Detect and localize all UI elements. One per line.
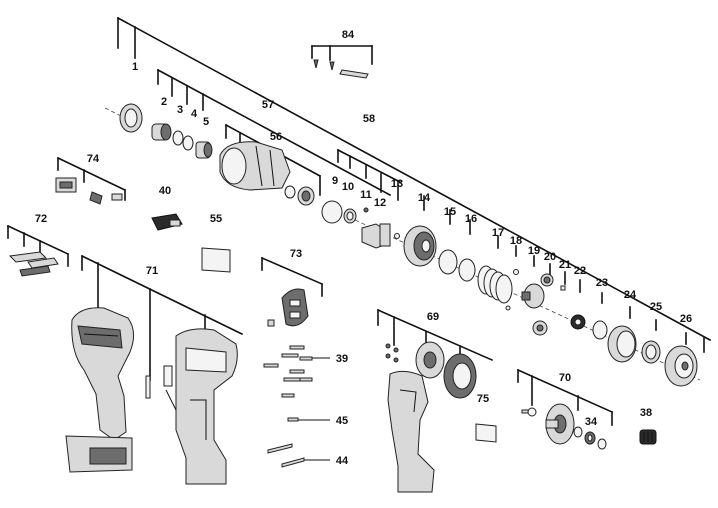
part-10-washer: [343, 208, 357, 224]
part-70-assembly: [521, 403, 607, 450]
part-22-bearing: [570, 314, 586, 330]
callout-9: 9: [332, 175, 338, 187]
bracket-lines: [6, 16, 712, 461]
callout-57: 57: [262, 99, 274, 111]
callout-17: 17: [492, 227, 504, 239]
callout-69: 69: [427, 311, 439, 323]
callout-74: 74: [87, 153, 100, 165]
part-20-gear: [540, 273, 554, 287]
callout-3: 3: [177, 104, 183, 116]
part-44-screws: [267, 443, 305, 468]
parts: [8, 59, 701, 493]
callout-2: 2: [161, 96, 167, 108]
callout-73: 73: [290, 248, 302, 260]
callout-18: 18: [510, 235, 522, 247]
callout-34: 34: [585, 416, 598, 428]
callout-21: 21: [559, 259, 571, 271]
part-84-bit-holder: [313, 59, 369, 79]
callout-12: 12: [374, 197, 386, 209]
callout-45: 45: [336, 415, 348, 427]
callout-20: 20: [544, 251, 556, 263]
part-55-label: [201, 247, 231, 273]
callout-19: 19: [528, 245, 540, 257]
part-40-switch: [151, 213, 183, 231]
callout-44: 44: [336, 455, 349, 467]
part-11-ball: [363, 207, 369, 213]
callout-72: 72: [35, 213, 47, 225]
callout-25: 25: [650, 301, 662, 313]
callout-11: 11: [360, 189, 372, 201]
part-3-washer: [172, 130, 184, 146]
callout-56: 56: [270, 131, 282, 143]
part-5-collar: [195, 141, 213, 159]
callout-10: 10: [342, 181, 354, 193]
part-ball-small: [505, 305, 511, 311]
part-71-housing-right: [163, 328, 238, 485]
part-14-hammer: [403, 225, 437, 267]
callout-22: 22: [574, 265, 586, 277]
callout-5: 5: [203, 116, 209, 128]
callout-40: 40: [159, 185, 171, 197]
callout-16: 16: [465, 213, 477, 225]
part-15-ring: [438, 249, 458, 275]
callout-58: 58: [363, 113, 375, 125]
callout-23: 23: [596, 277, 608, 289]
callout-14: 14: [418, 192, 431, 204]
part-56-hammer-housing: [219, 141, 315, 206]
part-71-housing-left: [65, 307, 134, 473]
part-17-spring: [477, 265, 513, 304]
part-1-ring: [119, 103, 143, 133]
part-71-pin: [145, 375, 151, 399]
part-18-ball: [513, 269, 519, 275]
part-13-pin: [394, 233, 400, 239]
part-24-ring-gear: [607, 325, 637, 363]
part-16-washer: [458, 258, 476, 282]
callout-15: 15: [444, 206, 456, 218]
part-74-clip: [55, 177, 123, 205]
callout-71: 71: [146, 265, 158, 277]
callout-labels: 1 2 3 4 5 9 10 11 12 13 14 15 16 17 18 1…: [35, 29, 692, 467]
part-12-anvil: [361, 223, 391, 249]
part-21-pin: [560, 285, 566, 291]
part-38-cap: [639, 429, 657, 445]
callout-24: 24: [624, 289, 637, 301]
part-39-screws: [263, 345, 313, 398]
callout-70: 70: [559, 372, 571, 384]
callout-13: 13: [391, 178, 403, 190]
callout-38: 38: [640, 407, 652, 419]
callout-84: 84: [342, 29, 355, 41]
callout-39: 39: [336, 353, 348, 365]
part-73-switch-cover: [267, 288, 309, 327]
callout-75: 75: [477, 393, 489, 405]
part-23-ring: [592, 320, 608, 340]
part-45-screw: [287, 417, 299, 422]
part-75-label: [475, 423, 497, 443]
part-19-spindle: [521, 283, 548, 336]
part-72-belt-hook: [8, 251, 59, 277]
part-4-washer: [182, 135, 194, 151]
callout-1: 1: [132, 61, 138, 73]
part-2-bushing: [151, 123, 172, 141]
part-9-ring: [321, 200, 343, 224]
part-69-motor-assembly: [385, 341, 477, 493]
callout-26: 26: [680, 313, 692, 325]
part-25-ring: [641, 340, 661, 364]
callout-55: 55: [210, 213, 222, 225]
callout-4: 4: [191, 108, 198, 120]
part-26-end-cap: [664, 345, 698, 387]
